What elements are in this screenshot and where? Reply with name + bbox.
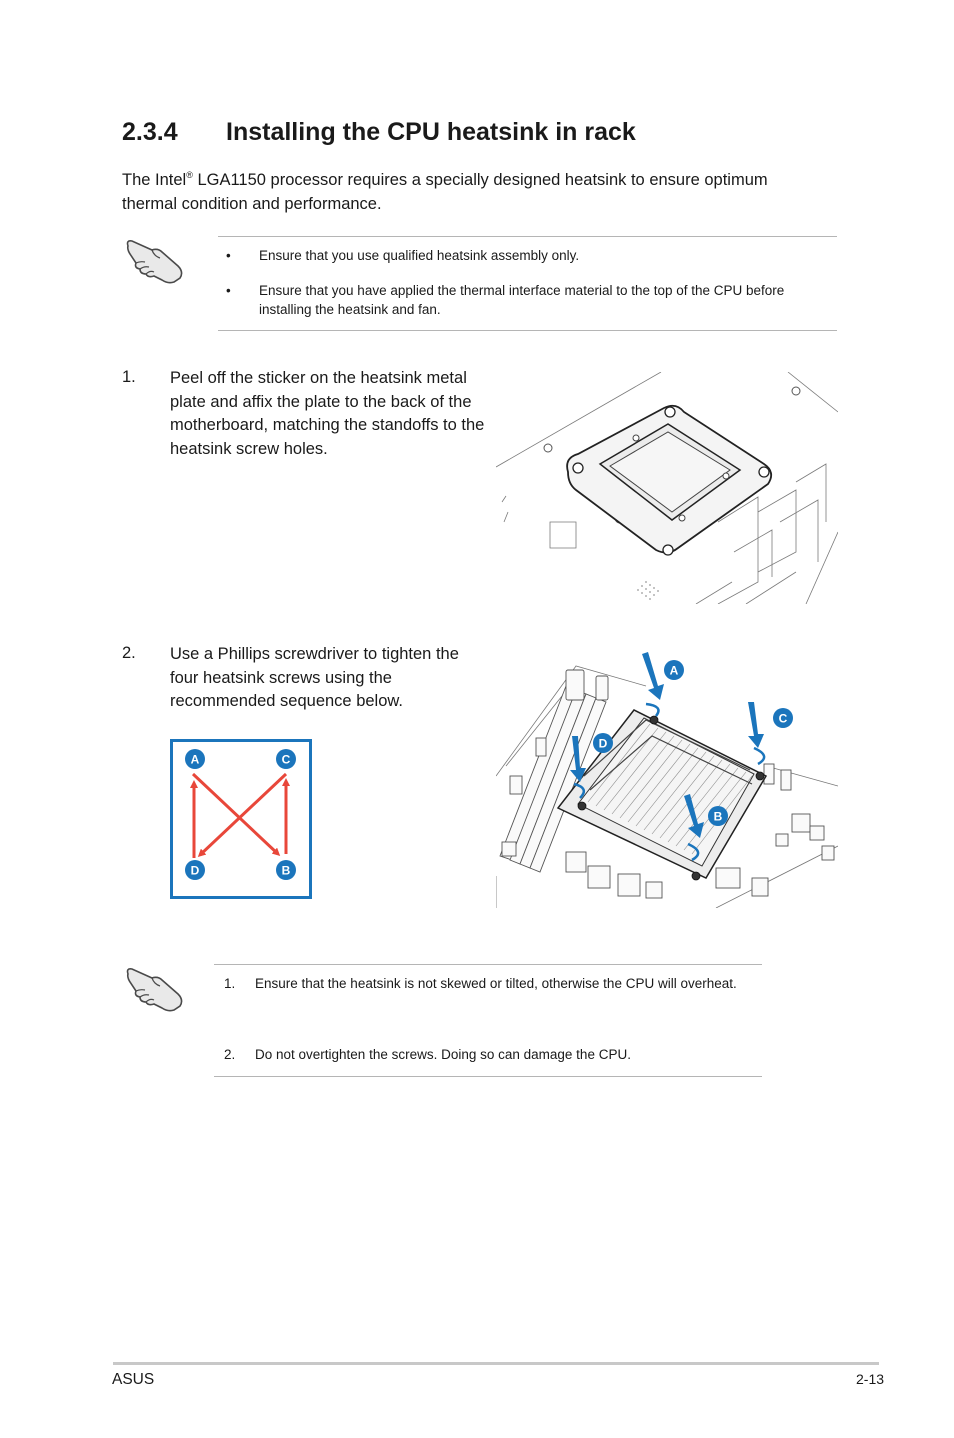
hs-label-d: D [599,737,608,751]
badge-a: A [185,749,205,769]
label-b: B [282,864,291,878]
hs-badge-b: B [708,806,728,826]
step-2-number: 2. [122,644,136,662]
intro-before: The Intel [122,171,187,189]
footer-brand: ASUS [112,1371,155,1388]
bullet: • [226,283,231,298]
arrow-a-to-b [191,772,281,857]
label-a: A [191,753,200,767]
note2-item-number: 1. [224,976,236,991]
label-d: D [191,864,200,878]
hs-badge-d: D [593,733,613,753]
heatsink-illustration: A C D B [496,652,838,908]
hs-badge-a: A [664,660,684,680]
note-box-2 [214,964,762,1077]
badge-b: B [276,860,296,880]
hs-label-a: A [670,664,679,678]
screw-sequence-diagram: A C D B [170,739,312,899]
hs-label-c: C [779,712,788,726]
hand-note-icon [126,968,183,1012]
hand-note-icon [126,240,183,284]
step-2-text: Use a Phillips screwdriver to tighten th… [170,645,459,710]
arrow-c-to-d [197,772,288,858]
section-title: Installing the CPU heatsink in rack [226,118,636,146]
registered-mark: ® [186,170,193,180]
note1-item-text: Ensure that you use qualified heatsink a… [259,248,580,263]
note2-item-number: 2. [224,1047,236,1062]
page-number: 2-13 [856,1371,885,1387]
badge-d: D [185,860,205,880]
backplate-illustration [496,372,838,604]
note2-item-text: Do not overtighten the screws. Doing so … [255,1047,631,1062]
note-box-1 [218,236,837,331]
intro-after: LGA1150 processor requires a specially d… [122,171,768,213]
hs-badge-c: C [773,708,793,728]
badge-c: C [276,749,296,769]
step-1-number: 1. [122,368,136,386]
section-number: 2.3.4 [122,118,178,146]
note2-item-text: Ensure that the heatsink is not skewed o… [255,976,737,991]
note1-item-text: Ensure that you have applied the thermal… [259,283,785,317]
intro-paragraph: The Intel® LGA1150 processor requires a … [122,163,822,216]
footer-rule [113,1362,879,1365]
hs-label-b: B [714,810,723,824]
bullet: • [226,248,231,263]
step-1-text: Peel off the sticker on the heatsink met… [170,369,485,458]
label-c: C [282,753,291,767]
